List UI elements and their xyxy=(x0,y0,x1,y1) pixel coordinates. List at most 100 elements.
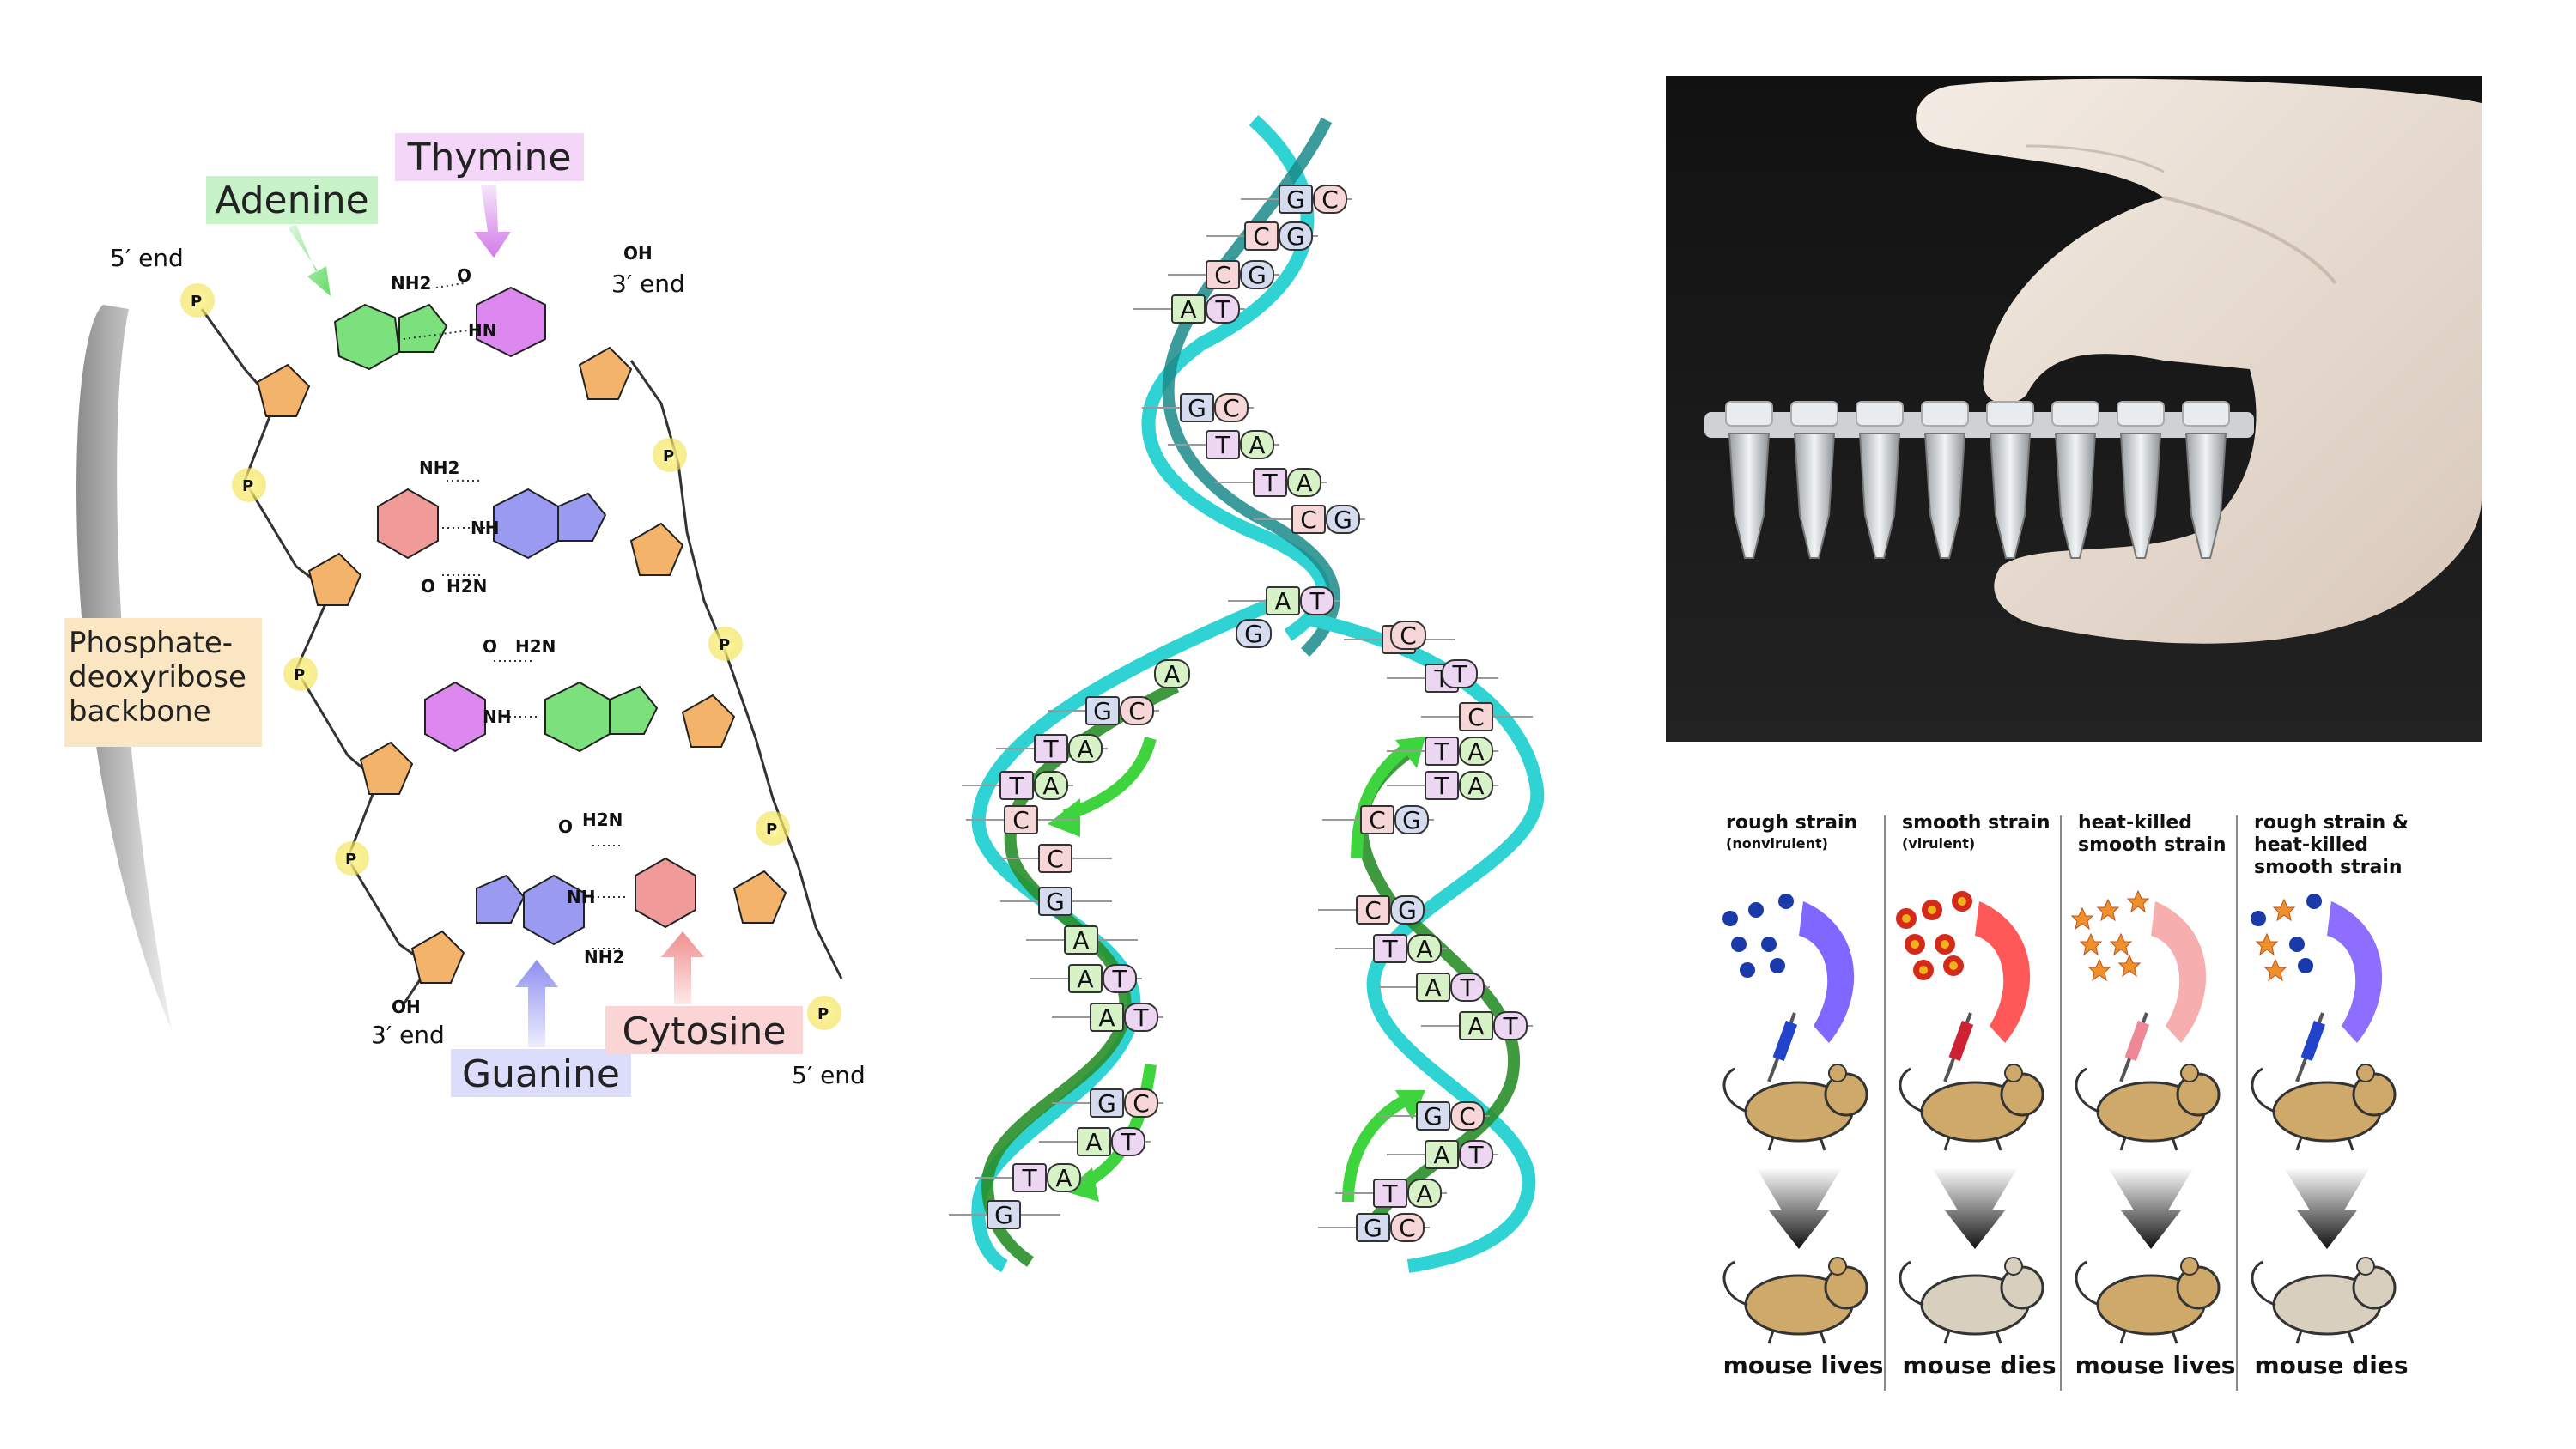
base-letter: A xyxy=(1467,1012,1484,1040)
pcr-tube-strip-photo xyxy=(1666,76,2482,742)
base-letter: A xyxy=(1467,772,1484,800)
svg-text:NH2: NH2 xyxy=(584,947,624,967)
base-letter: T xyxy=(1008,772,1024,800)
base-letter: G xyxy=(994,1201,1013,1229)
syringe xyxy=(2124,1020,2150,1062)
guanine-label-bg xyxy=(451,1049,631,1097)
base-letter: T xyxy=(1214,431,1230,459)
thymine-label: Thymine xyxy=(407,136,572,179)
injection-arrow xyxy=(2151,901,2207,1043)
base-pair-tile: C xyxy=(1000,844,1112,873)
svg-text:P: P xyxy=(191,293,202,311)
svg-text:P: P xyxy=(294,666,305,684)
guanine-label: Guanine xyxy=(462,1052,620,1096)
thymine-arrow xyxy=(474,185,511,258)
base-letter: T xyxy=(1261,469,1278,497)
pcr-tube xyxy=(2051,401,2099,559)
pcr-tube xyxy=(2182,401,2230,559)
svg-text:H2N: H2N xyxy=(447,576,487,597)
three-prime-end-top: 3′ end xyxy=(611,270,685,298)
base-letter: T xyxy=(1502,1012,1518,1040)
backbone-label-bg xyxy=(64,618,262,747)
base-letter: G xyxy=(1398,896,1417,925)
base-letter: T xyxy=(1133,1003,1149,1032)
base-letter: C xyxy=(1321,185,1339,214)
pcr-tube xyxy=(1921,401,1969,559)
free-nucleotide: C xyxy=(1390,621,1426,650)
base-letter: A xyxy=(1433,1141,1449,1169)
base-letter: G xyxy=(1097,1089,1116,1118)
result-label: mouse lives xyxy=(1723,1351,1884,1379)
column-subtitle: (virulent) xyxy=(1902,835,1975,852)
syringe xyxy=(2300,1020,2326,1062)
svg-text:O: O xyxy=(483,636,497,657)
free-nucleotide: G xyxy=(1236,619,1272,648)
base-letter: T xyxy=(1111,965,1127,993)
glove-hand xyxy=(1916,78,2482,644)
five-prime-end-top: 5′ end xyxy=(110,244,184,272)
svg-text:NH: NH xyxy=(471,518,499,538)
base-letter: C xyxy=(1364,896,1382,925)
base-letter: A xyxy=(1077,965,1093,993)
svg-text:NH: NH xyxy=(567,887,595,907)
base-letter: C xyxy=(1047,845,1064,873)
svg-text:OH: OH xyxy=(623,243,653,264)
base-letter: T xyxy=(1382,1179,1398,1208)
dna-chemical-structure: Adenine Thymine Guanine Cytosine Phospha… xyxy=(64,133,866,1097)
base-letter: G xyxy=(1093,697,1112,725)
base-letter: G xyxy=(1188,394,1206,422)
base-letter: T xyxy=(1382,935,1398,963)
svg-text:O: O xyxy=(457,265,471,286)
pcr-tube xyxy=(1986,401,2034,559)
backbone-label-line1: Phosphate- xyxy=(69,626,233,660)
base-letter: A xyxy=(1098,1003,1115,1032)
svg-text:P: P xyxy=(663,447,674,465)
base-letter: T xyxy=(1309,587,1325,615)
svg-text:OH: OH xyxy=(392,997,421,1017)
column-subtitle: (nonvirulent) xyxy=(1726,835,1828,852)
base-letter: G xyxy=(1248,261,1267,289)
injection-arrow xyxy=(2327,901,2383,1043)
base-letter: T xyxy=(1433,772,1449,800)
mouse xyxy=(1899,1064,2044,1151)
free-nucleotide: T xyxy=(1442,659,1478,688)
svg-text:O: O xyxy=(421,576,435,597)
pcr-tube xyxy=(1790,401,1838,559)
injection-arrow xyxy=(1799,901,1855,1043)
column-title: smooth strain xyxy=(2078,834,2227,856)
base-letter: G xyxy=(1286,185,1305,214)
base-letter: T xyxy=(1021,1164,1037,1192)
base-letter: T xyxy=(1433,737,1449,766)
griffith-experiment: rough strain(nonvirulent)mouse livessmoo… xyxy=(1722,812,2409,1391)
base-letter: A xyxy=(1467,737,1484,766)
griffith-column: rough strain(nonvirulent)mouse lives xyxy=(1722,812,1883,1379)
tube-strip-bar xyxy=(1704,412,2254,438)
pcr-tubes xyxy=(1725,401,2230,559)
base-letter: G xyxy=(1286,222,1305,251)
result-label: mouse dies xyxy=(2254,1351,2408,1379)
pcr-tube xyxy=(1725,401,1773,559)
base-letter: A xyxy=(1416,935,1432,963)
base-pair-tile: A xyxy=(1026,925,1138,955)
base-letter: T xyxy=(1042,735,1059,763)
syringe xyxy=(1948,1020,1974,1062)
svg-text:P: P xyxy=(766,821,777,839)
